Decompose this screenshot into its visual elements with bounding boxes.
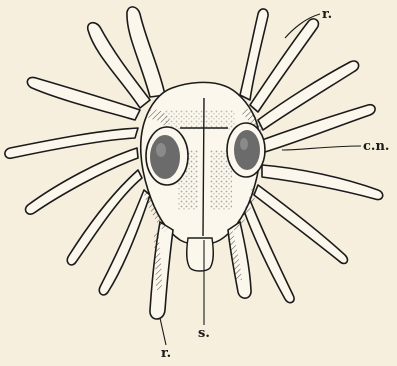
label-s: s.	[198, 327, 210, 340]
central-nerve-right	[227, 123, 265, 177]
label-cn: c.n.	[363, 140, 389, 153]
label-r-bottom: r.	[161, 347, 171, 360]
lower-arm-left	[150, 222, 173, 319]
tentacle-left-2	[5, 128, 138, 158]
central-nerve-left	[146, 127, 188, 185]
label-r-top: r.	[322, 8, 332, 21]
tentacle-left-3	[26, 148, 138, 214]
tentacle-right-3	[262, 165, 383, 200]
midline-groove	[203, 98, 204, 236]
lower-lobe-center	[187, 238, 214, 271]
leader-r-bottom	[160, 318, 166, 345]
leader-cn	[282, 146, 361, 150]
